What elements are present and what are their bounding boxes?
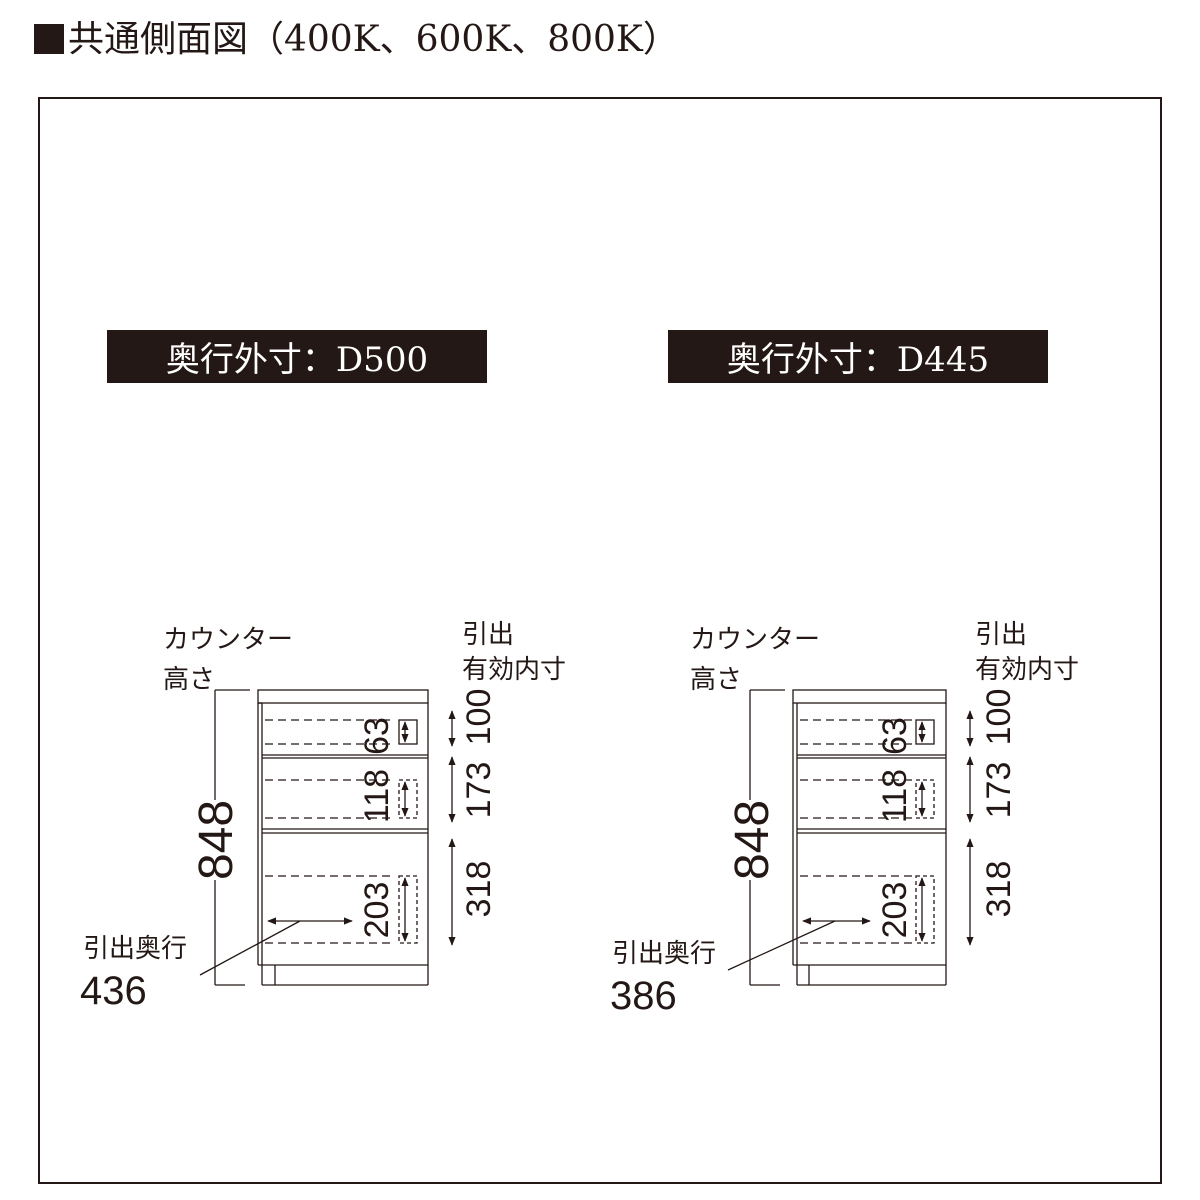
side-view-left bbox=[199, 689, 456, 986]
square-bullet-icon bbox=[34, 24, 64, 54]
inner-mid-value-left: 118 bbox=[358, 769, 396, 823]
drawer-label-line1-left: 引出 bbox=[462, 619, 514, 649]
depth-label-right-text: 奥行外寸：D445 bbox=[726, 340, 990, 380]
depth-label-left-text: 奥行外寸：D500 bbox=[165, 340, 429, 380]
side-view-right-text: カウンター 高さ 引出 有効内寸 848 100 173 318 63 118 … bbox=[610, 619, 1079, 1018]
side-view-left-text: カウンター 高さ 引出 有効内寸 848 100 173 318 63 118 … bbox=[80, 619, 566, 1013]
drawer-label-line1-right: 引出 bbox=[975, 619, 1027, 649]
dim-mid-value-left: 173 bbox=[460, 762, 498, 819]
counter-label-line2-right: 高さ bbox=[690, 664, 742, 694]
countertop-right bbox=[792, 689, 947, 704]
drawer-label-line2-left: 有効内寸 bbox=[462, 654, 566, 684]
dim-top-value-right: 100 bbox=[980, 689, 1018, 746]
dim-mid-value-right: 173 bbox=[980, 762, 1018, 819]
dim-top-value-left: 100 bbox=[460, 689, 498, 746]
inner-bottom-value-right: 203 bbox=[876, 882, 914, 939]
counter-label-line2-left: 高さ bbox=[163, 664, 215, 694]
pull-depth-leader-right bbox=[727, 920, 836, 971]
inner-bottom-value-left: 203 bbox=[358, 882, 396, 939]
page-title-text: 共通側面図（400K、600K、800K） bbox=[68, 19, 679, 60]
drawing-frame bbox=[38, 97, 1162, 1184]
counter-label-line1-right: カウンター bbox=[690, 624, 820, 654]
drawer-box-top-left bbox=[398, 719, 418, 745]
pull-depth-leader-left bbox=[199, 920, 301, 976]
counter-height-value-right: 848 bbox=[726, 800, 779, 880]
countertop-left bbox=[257, 689, 429, 704]
pull-depth-label-right: 引出奥行 bbox=[612, 938, 716, 968]
inner-top-value-right: 63 bbox=[876, 717, 914, 755]
dim-bottom-value-right: 318 bbox=[980, 861, 1018, 918]
drawer-label-line2-right: 有効内寸 bbox=[975, 654, 1079, 684]
pull-depth-label-left: 引出奥行 bbox=[83, 933, 187, 963]
inner-top-value-left: 63 bbox=[358, 717, 396, 755]
dim-bottom-value-left: 318 bbox=[460, 861, 498, 918]
counter-label-line1-left: カウンター bbox=[163, 624, 293, 654]
depth-label-left: 奥行外寸：D500 bbox=[107, 330, 487, 383]
depth-label-right: 奥行外寸：D445 bbox=[668, 330, 1048, 383]
drawer-box-top-right bbox=[915, 719, 935, 745]
page-title: 共通側面図（400K、600K、800K） bbox=[34, 10, 679, 62]
side-view-right bbox=[727, 689, 974, 986]
pull-depth-value-left: 436 bbox=[80, 969, 147, 1013]
counter-height-value-left: 848 bbox=[190, 800, 243, 880]
inner-mid-value-right: 118 bbox=[876, 769, 914, 823]
pull-depth-value-right: 386 bbox=[610, 974, 677, 1018]
